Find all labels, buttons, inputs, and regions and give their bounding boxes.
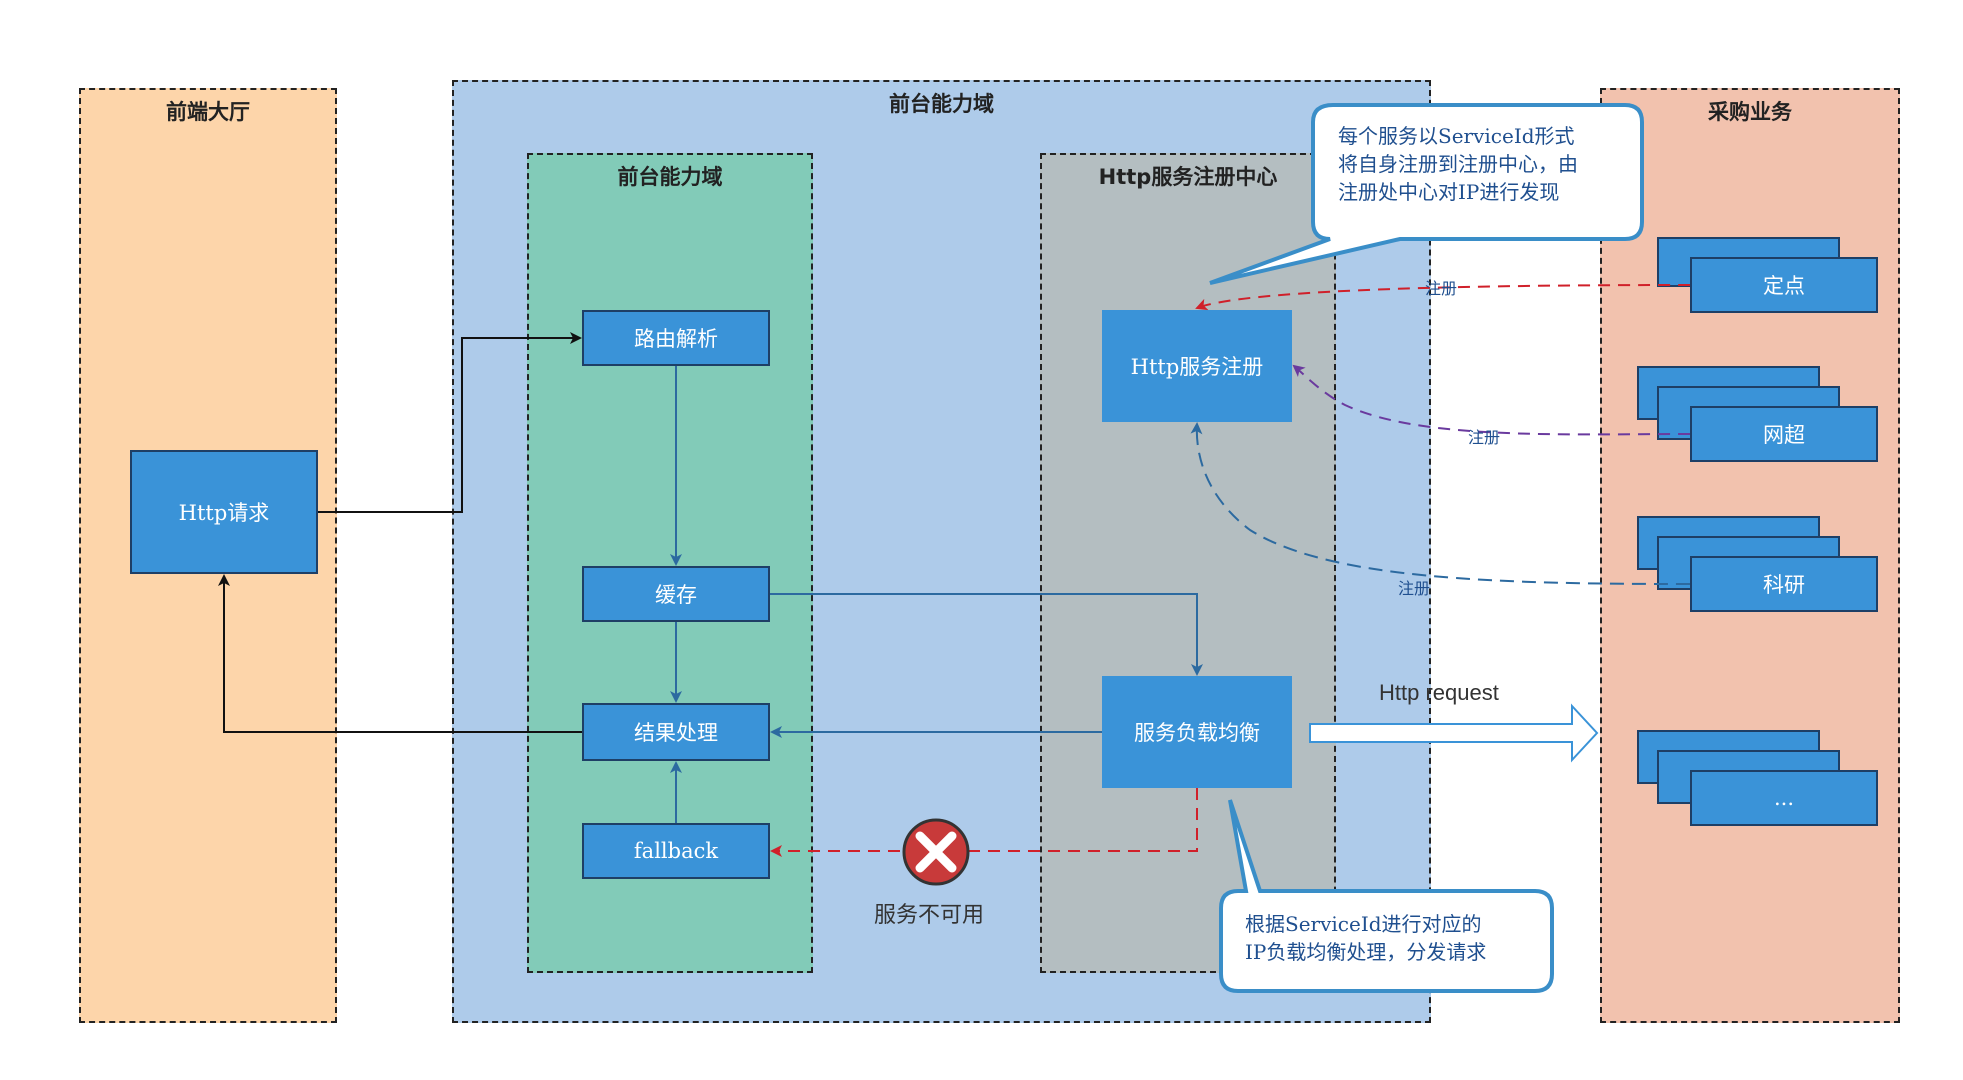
- callout-register-line-3: 注册处中心对IP进行发现: [1338, 180, 1560, 204]
- callout-balance-text: 根据ServiceId进行对应的 IP负载均衡处理，分发请求: [1245, 910, 1545, 966]
- edge-label-http-request: Http request: [1379, 680, 1499, 705]
- edge-label-register-net: 注册: [1468, 428, 1501, 447]
- region-registry-center-title: Http服务注册中心: [1098, 165, 1278, 189]
- node-more: ...: [1690, 770, 1878, 826]
- edge-balance-to-fallback: [770, 788, 1198, 857]
- http-request-hollow-arrow: [1309, 703, 1599, 763]
- callout-register-line-2: 将自身注册到注册中心，由: [1338, 152, 1578, 176]
- label-service-unavailable: 服务不可用: [874, 902, 985, 927]
- node-net-super: 网超: [1690, 406, 1878, 462]
- edge-fixed-register: [1195, 284, 1691, 311]
- node-route-parse: 路由解析: [582, 310, 770, 366]
- callout-register-line-1: 每个服务以ServiceId形式: [1338, 124, 1575, 148]
- region-procurement-title: 采购业务: [1708, 100, 1792, 124]
- callout-balance-shape: [1219, 799, 1554, 993]
- node-load-balance: 服务负载均衡: [1102, 676, 1292, 788]
- callout-register-shape: [1209, 103, 1644, 285]
- region-frontend-hall-title: 前端大厅: [166, 100, 250, 124]
- region-registry-center: Http服务注册中心: [1040, 153, 1336, 973]
- edge-label-register-research: 注册: [1398, 579, 1431, 598]
- edge-request-to-route: [318, 332, 582, 513]
- callout-register-text: 每个服务以ServiceId形式 将自身注册到注册中心，由 注册处中心对IP进行…: [1338, 122, 1638, 206]
- node-http-register: Http服务注册: [1102, 310, 1292, 422]
- node-http-request: Http请求: [130, 450, 318, 574]
- edge-research-register: [1190, 422, 1691, 585]
- region-front-domain-inner-title: 前台能力域: [617, 165, 723, 189]
- callout-balance-line-1: 根据ServiceId进行对应的: [1245, 912, 1482, 936]
- node-fixed-point: 定点: [1690, 257, 1878, 313]
- edge-result-to-request: [218, 574, 582, 733]
- node-research: 科研: [1690, 556, 1878, 612]
- edge-net-register: [1292, 364, 1691, 436]
- edge-label-register-fixed: 注册: [1425, 279, 1458, 298]
- error-x-icon: [902, 818, 970, 886]
- callout-balance-line-2: IP负载均衡处理，分发请求: [1245, 940, 1487, 964]
- node-result-process: 结果处理: [582, 703, 770, 761]
- region-front-domain-outer-title: 前台能力域: [889, 92, 994, 116]
- node-cache: 缓存: [582, 566, 770, 622]
- edge-cache-to-balance: [770, 593, 1203, 676]
- node-fallback: fallback: [582, 823, 770, 879]
